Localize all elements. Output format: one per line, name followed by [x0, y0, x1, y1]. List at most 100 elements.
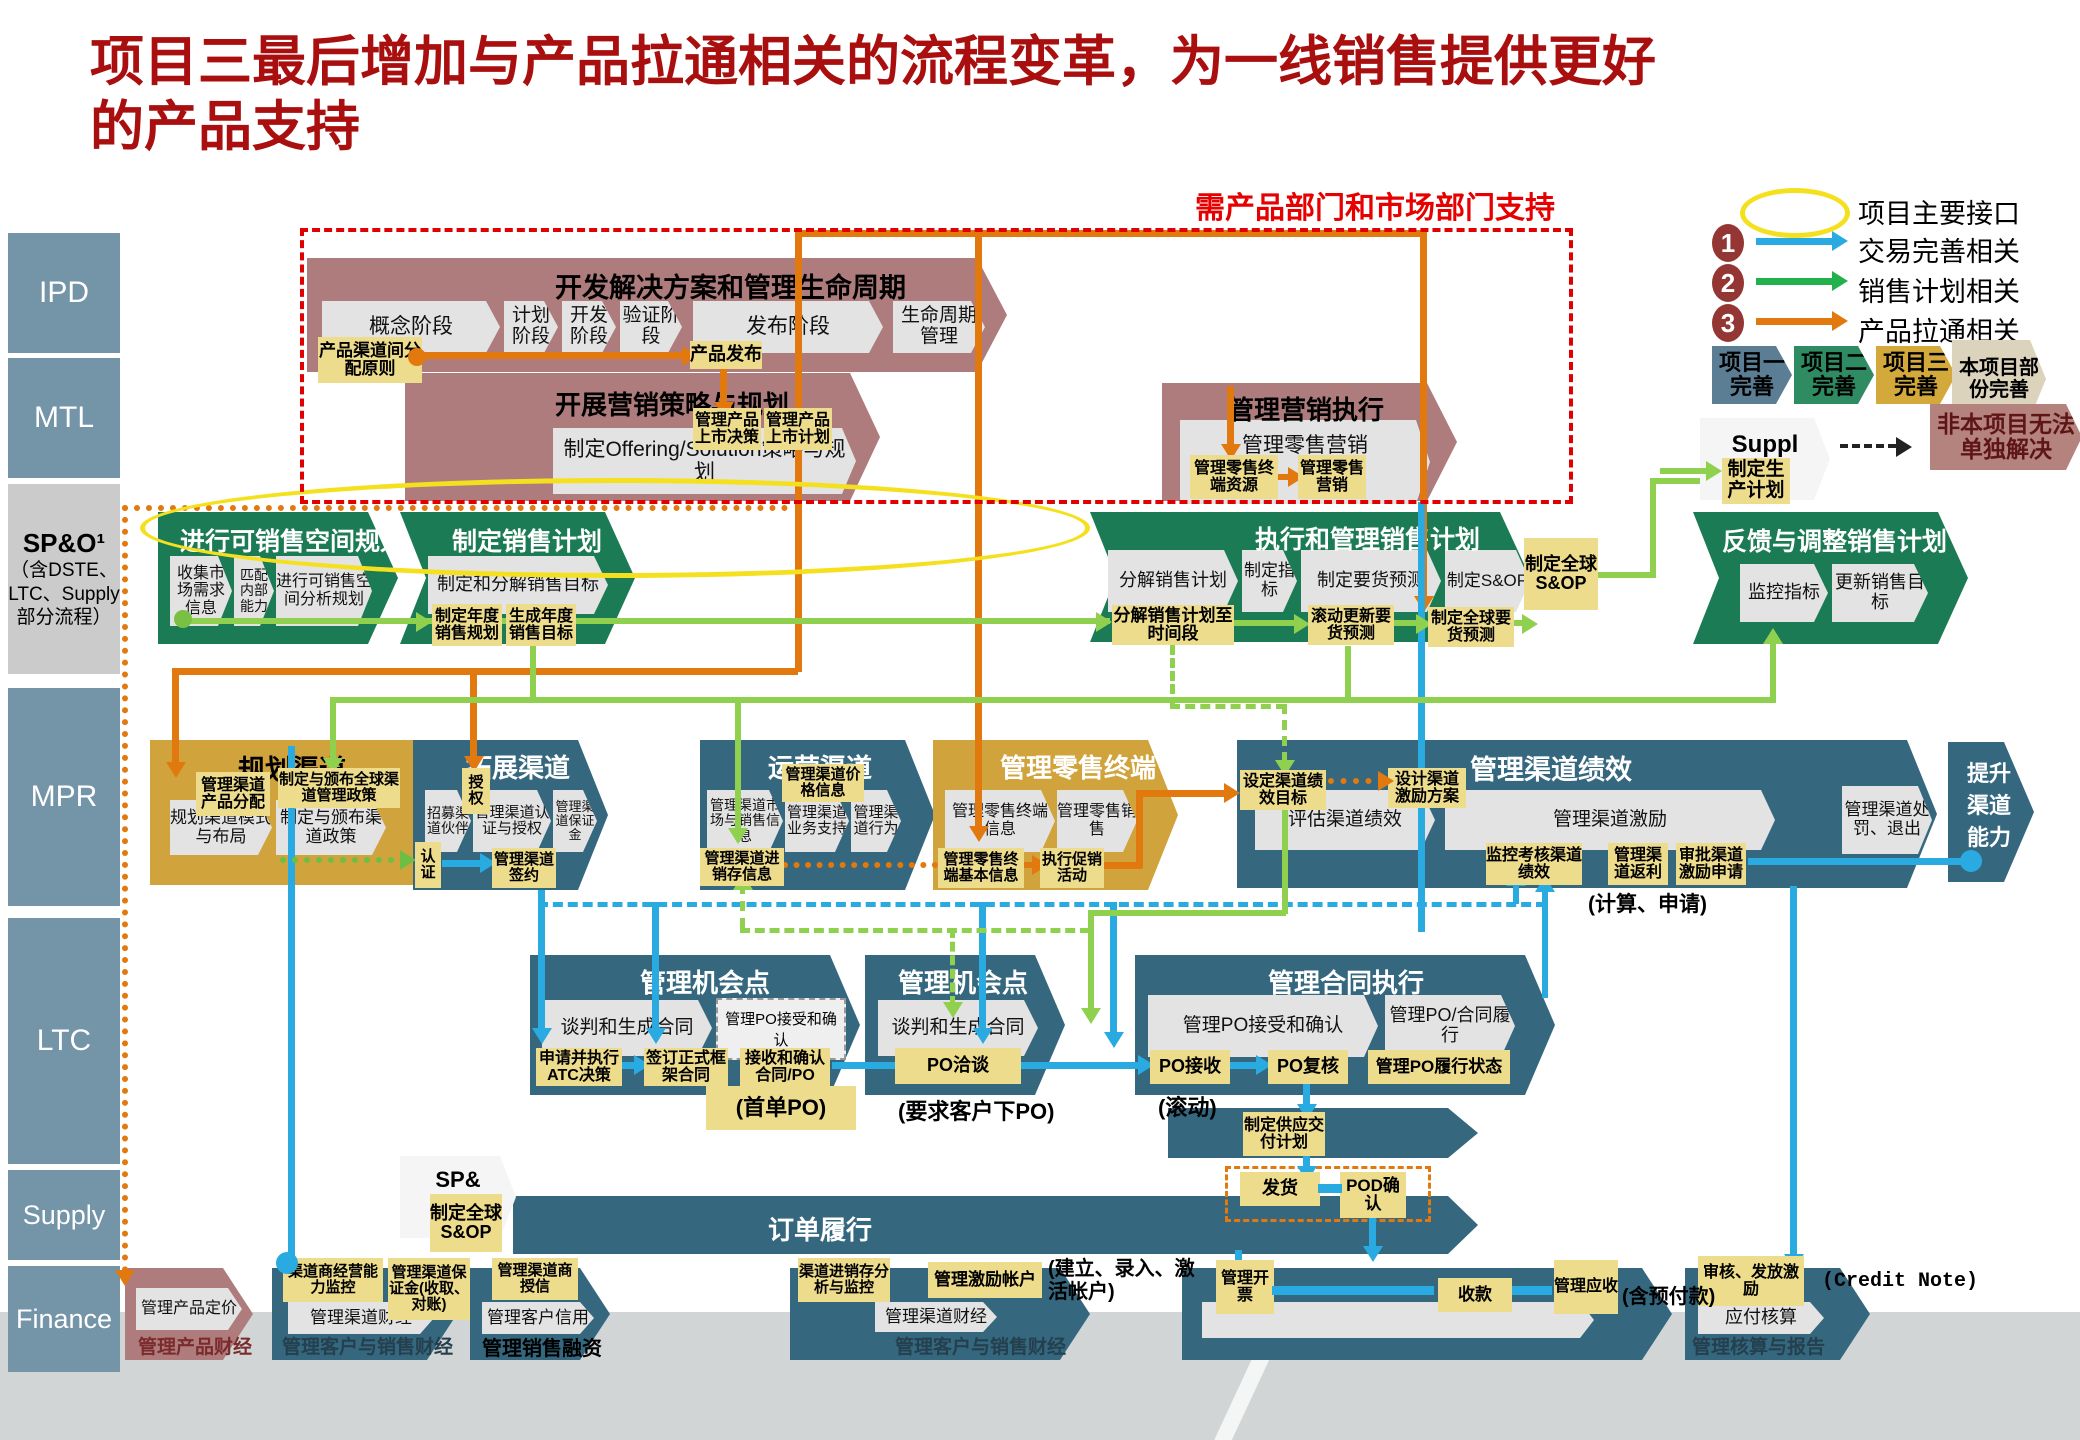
flow-line — [620, 1062, 640, 1069]
flow-line — [330, 697, 336, 761]
flow-line — [735, 697, 741, 832]
flow-line — [1650, 478, 1708, 484]
tag-global-sop-supply: 制定全球S&OP — [430, 1194, 502, 1252]
flow-line — [1598, 572, 1656, 578]
band-title: 管理渠道绩效 — [1470, 755, 1632, 785]
arrow-icon — [973, 1028, 993, 1044]
arrow-icon — [1832, 271, 1848, 291]
tag-receivable: 管理应收 — [1554, 1260, 1618, 1314]
flow-line — [1230, 1062, 1262, 1069]
arrow-icon — [1832, 231, 1848, 251]
flow-line — [1542, 886, 1548, 998]
flow-line — [330, 697, 1776, 703]
note-prepay: (含预付款) — [1622, 1286, 1716, 1308]
flow-dot — [174, 610, 192, 628]
flow-line-dotted — [280, 857, 406, 863]
legend-status-project3: 项目三完善 — [1876, 346, 1956, 404]
flow-line — [1318, 1184, 1342, 1193]
tag-sign-contract: 管理渠道签约 — [492, 848, 556, 888]
flow-line — [470, 672, 477, 760]
band-title: 管理营销执行 — [1228, 395, 1385, 425]
arrow-icon — [1096, 612, 1112, 632]
flow-line — [172, 668, 179, 764]
lane-supply: Supply — [8, 1170, 120, 1260]
tag-perf-monitor: 监控考核渠道绩效 — [1486, 843, 1582, 885]
tag-global-forecast: 制定全球要货预测 — [1428, 607, 1514, 647]
band-title: 提升渠道能力 — [1966, 761, 2011, 850]
band-title: 管理零售终端 — [1000, 753, 1157, 783]
tag-deposit: 管理渠道保证金(收取、对账) — [388, 1258, 470, 1320]
tag-frame-contract: 签订正式框架合同 — [644, 1048, 728, 1086]
arrow-icon — [1522, 614, 1538, 634]
step: 管理渠道激励 — [1445, 790, 1775, 850]
step: 制定S&OP — [1445, 550, 1530, 612]
flow-line — [1650, 478, 1656, 578]
tag-launch-decision: 管理产品上市决策 — [693, 408, 761, 450]
lane-spo: SP&O¹ （含DSTE、LTC、Supply部分流程） — [8, 484, 120, 674]
interface-ellipse — [140, 478, 1090, 578]
flow-line — [1024, 862, 1038, 868]
step: 管理PO接受和确认 — [1148, 995, 1378, 1057]
band-spo-feedback — [1693, 512, 1968, 644]
step: 应付核算 — [1698, 1302, 1824, 1334]
note-credit-note: (Credit Note) — [1822, 1270, 1979, 1293]
lane-label: LTC — [36, 1024, 92, 1057]
arrow-icon — [646, 1028, 666, 1044]
legend-flow-1-num: 1 — [1712, 224, 1744, 262]
flow-line — [1088, 910, 1286, 916]
flow-line — [1303, 1084, 1310, 1108]
note-account: (建立、录入、激活帐户) — [1048, 1258, 1195, 1303]
flow-line — [1303, 1156, 1310, 1170]
flow-line — [1110, 902, 1117, 1036]
tag-launch-plan: 管理产品上市计划 — [764, 408, 832, 450]
flow-line — [1748, 858, 1970, 865]
lane-ltc: LTC — [8, 918, 120, 1164]
flow-line — [1513, 882, 1519, 904]
flow-line — [795, 230, 802, 672]
arrow-icon — [1104, 1032, 1124, 1048]
arrow-icon — [1832, 311, 1848, 331]
tag-annual-target: 生成年度销售目标 — [506, 604, 576, 646]
flow-line — [1660, 468, 1710, 474]
step: 管理客户信用 — [482, 1302, 594, 1334]
flow-line — [1369, 1218, 1376, 1250]
tag-invoice: 管理开票 — [1216, 1260, 1274, 1314]
flow-line — [1282, 810, 1288, 914]
tag-split-to-period: 分解销售计划至时间段 — [1112, 605, 1234, 645]
step: 管理PO/合同履行 — [1385, 995, 1515, 1057]
tag-incentive-design: 设计渠道激励方案 — [1388, 768, 1466, 808]
flow-line — [1790, 886, 1797, 1258]
flow-line — [1394, 620, 1422, 626]
tag-po-receive: PO接收 — [1150, 1050, 1230, 1084]
band-title: 执行和管理销售计划 — [1255, 526, 1481, 554]
step: 分解销售计划 — [1108, 550, 1238, 612]
band-title: 管理合同执行 — [1268, 968, 1425, 998]
band-title: 管理客户与销售财经 — [282, 1337, 454, 1358]
flow-line-dashed — [1170, 645, 1175, 707]
lane-sublabel: （含DSTE、LTC、Supply部分流程） — [8, 559, 120, 629]
flow-line-dashed — [782, 862, 938, 868]
step: 管理零售销售 — [1057, 790, 1137, 852]
flow-line — [652, 902, 659, 1032]
tag-credit-grant: 管理渠道商授信 — [492, 1258, 578, 1300]
step: 管理渠道处罚、退出 — [1842, 786, 1932, 854]
flow-line — [1512, 1286, 1552, 1295]
lane-finance: Finance — [8, 1266, 120, 1372]
flow-line — [979, 902, 986, 1032]
arrow-icon — [1896, 437, 1912, 457]
flow-line — [1104, 862, 1142, 869]
lane-ipd: IPD — [8, 233, 120, 353]
tag-audit-incentive: 审核、发放激励 — [1698, 1256, 1804, 1306]
lane-label: Supply — [22, 1199, 106, 1230]
flow-line — [720, 366, 727, 404]
band-title: 管理核算与报告 — [1692, 1337, 1826, 1358]
lane-label: MPR — [30, 780, 98, 813]
tag-first-po: (首单PO) — [706, 1086, 856, 1130]
suppl-label: Suppl — [1731, 431, 1799, 458]
arrow-icon — [115, 1270, 135, 1286]
tag-dealer-ability: 渠道商经营能力监控 — [283, 1258, 383, 1302]
legend-flow-1-arrow — [1756, 238, 1832, 245]
tag-certify: 认证 — [415, 842, 441, 888]
tag-pod: POD确认 — [1340, 1172, 1406, 1218]
tag-collect: 收款 — [1438, 1278, 1512, 1312]
